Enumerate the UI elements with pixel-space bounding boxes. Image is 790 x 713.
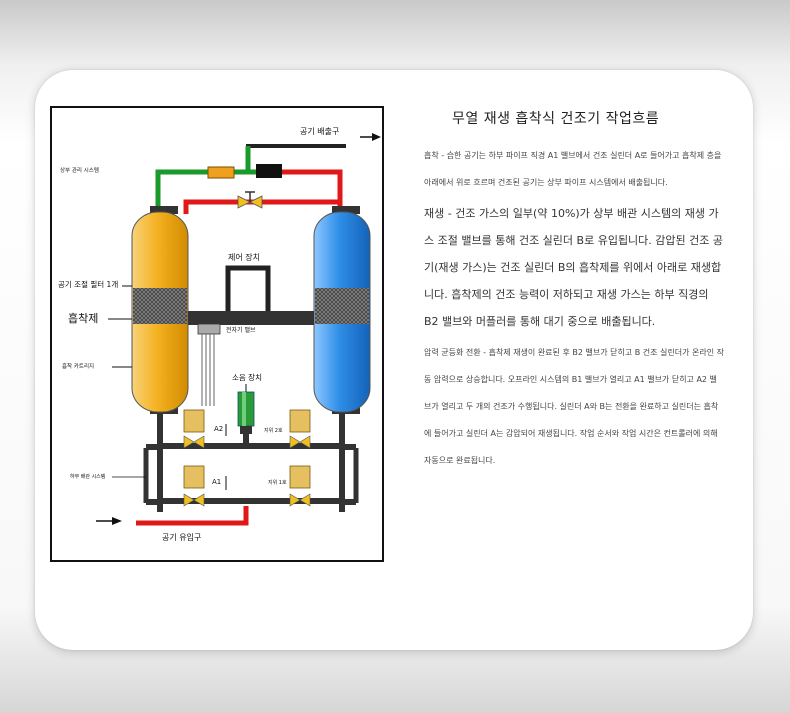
valve-a1-label: A1 (212, 478, 221, 486)
valve-a1-icon (183, 465, 205, 507)
check-valve-box (256, 164, 282, 178)
red-inlet-pipe (136, 506, 249, 526)
lower-pipe-label: 하부 배관 시스템 (70, 473, 106, 480)
upper-pipe-label: 상부 관리 시스템 (60, 166, 99, 174)
valve-a2-label: A2 (214, 425, 223, 433)
muffler-label: 소음 장치 (232, 372, 262, 382)
solenoid-valve-label: 전자기 밸브 (226, 326, 256, 334)
tower-a (131, 211, 189, 413)
paragraph-pressure-switch: 압력 균등화 전환 - 흡착제 재생이 완료된 후 B2 밸브가 닫히고 B 건… (424, 348, 724, 465)
air-inlet-arrow (96, 517, 122, 525)
air-inlet-label: 공기 유입구 (162, 533, 201, 542)
paragraph-adsorption: 흡착 - 습한 공기는 하부 파이프 직경 A1 밸브에서 건조 실린더 A로 … (424, 151, 722, 187)
dryer-flow-diagram: 공기 배출구 상부 관리 시스템 (50, 106, 384, 562)
valve-b1-label: 지위 1호 (268, 479, 287, 486)
control-device-box (225, 265, 271, 311)
valve-b2-icon (289, 409, 311, 449)
flow-meter-box (207, 166, 235, 179)
paragraph-regeneration: 재생 - 건조 가스의 일부(약 10%)가 상부 배관 시스템의 재생 가스 … (424, 207, 724, 328)
support-beam (188, 311, 314, 325)
valve-b2-label: 지위 2호 (264, 427, 283, 434)
regen-gas-valve-icon (237, 191, 263, 209)
description-column: 무열 재생 흡착식 건조기 작업흐름 흡착 - 습한 공기는 하부 파이프 직경… (424, 108, 724, 478)
adsorbent-cartridge-label: 흡착 카트리지 (62, 362, 94, 370)
valve-b1-icon (289, 465, 311, 507)
air-outlet-pipe (246, 133, 381, 148)
control-device-label: 제어 장치 (228, 252, 260, 262)
solenoid-valve-block (197, 323, 221, 406)
regen-filter-label: 공기 조절 필터 1개 (58, 279, 118, 289)
adsorbent-label: 흡착제 (68, 311, 98, 325)
page-title: 무열 재생 흡착식 건조기 작업흐름 (452, 111, 660, 127)
muffler-icon (237, 391, 255, 434)
valve-a2-icon (183, 409, 205, 449)
air-outlet-label: 공기 배출구 (300, 126, 339, 136)
tower-b (313, 211, 371, 413)
